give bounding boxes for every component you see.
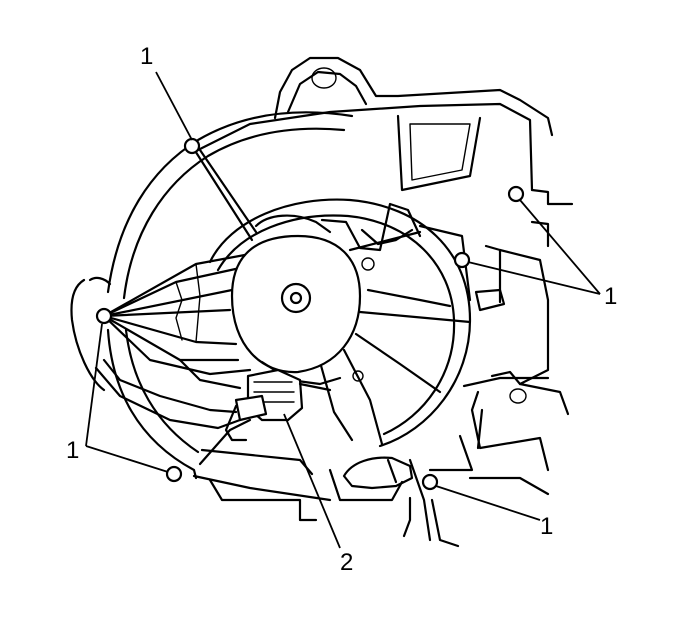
callout-2-connector: 2 <box>340 549 353 576</box>
fastener-bottom-right <box>421 473 439 491</box>
fasteners <box>95 137 525 491</box>
callout-1-left: 1 <box>66 437 79 464</box>
callout-labels: 1 1 1 1 2 <box>66 43 617 576</box>
fastener-left <box>95 307 113 325</box>
fastener-top-left <box>183 137 201 155</box>
fastener-bottom-left <box>165 465 183 483</box>
leader-lines <box>85 71 601 549</box>
lower-duct <box>342 456 432 542</box>
callout-1-bottom-right: 1 <box>540 513 553 540</box>
blower-motor <box>230 214 375 386</box>
electrical-connector <box>94 358 332 442</box>
callout-1-top: 1 <box>140 43 153 70</box>
motor-mount-bracket <box>102 144 258 466</box>
fastener-top-right <box>507 185 525 203</box>
callout-1-right: 1 <box>604 283 617 310</box>
blower-housing <box>192 56 574 548</box>
fastener-right <box>453 251 471 269</box>
blower-wheel <box>208 198 472 448</box>
